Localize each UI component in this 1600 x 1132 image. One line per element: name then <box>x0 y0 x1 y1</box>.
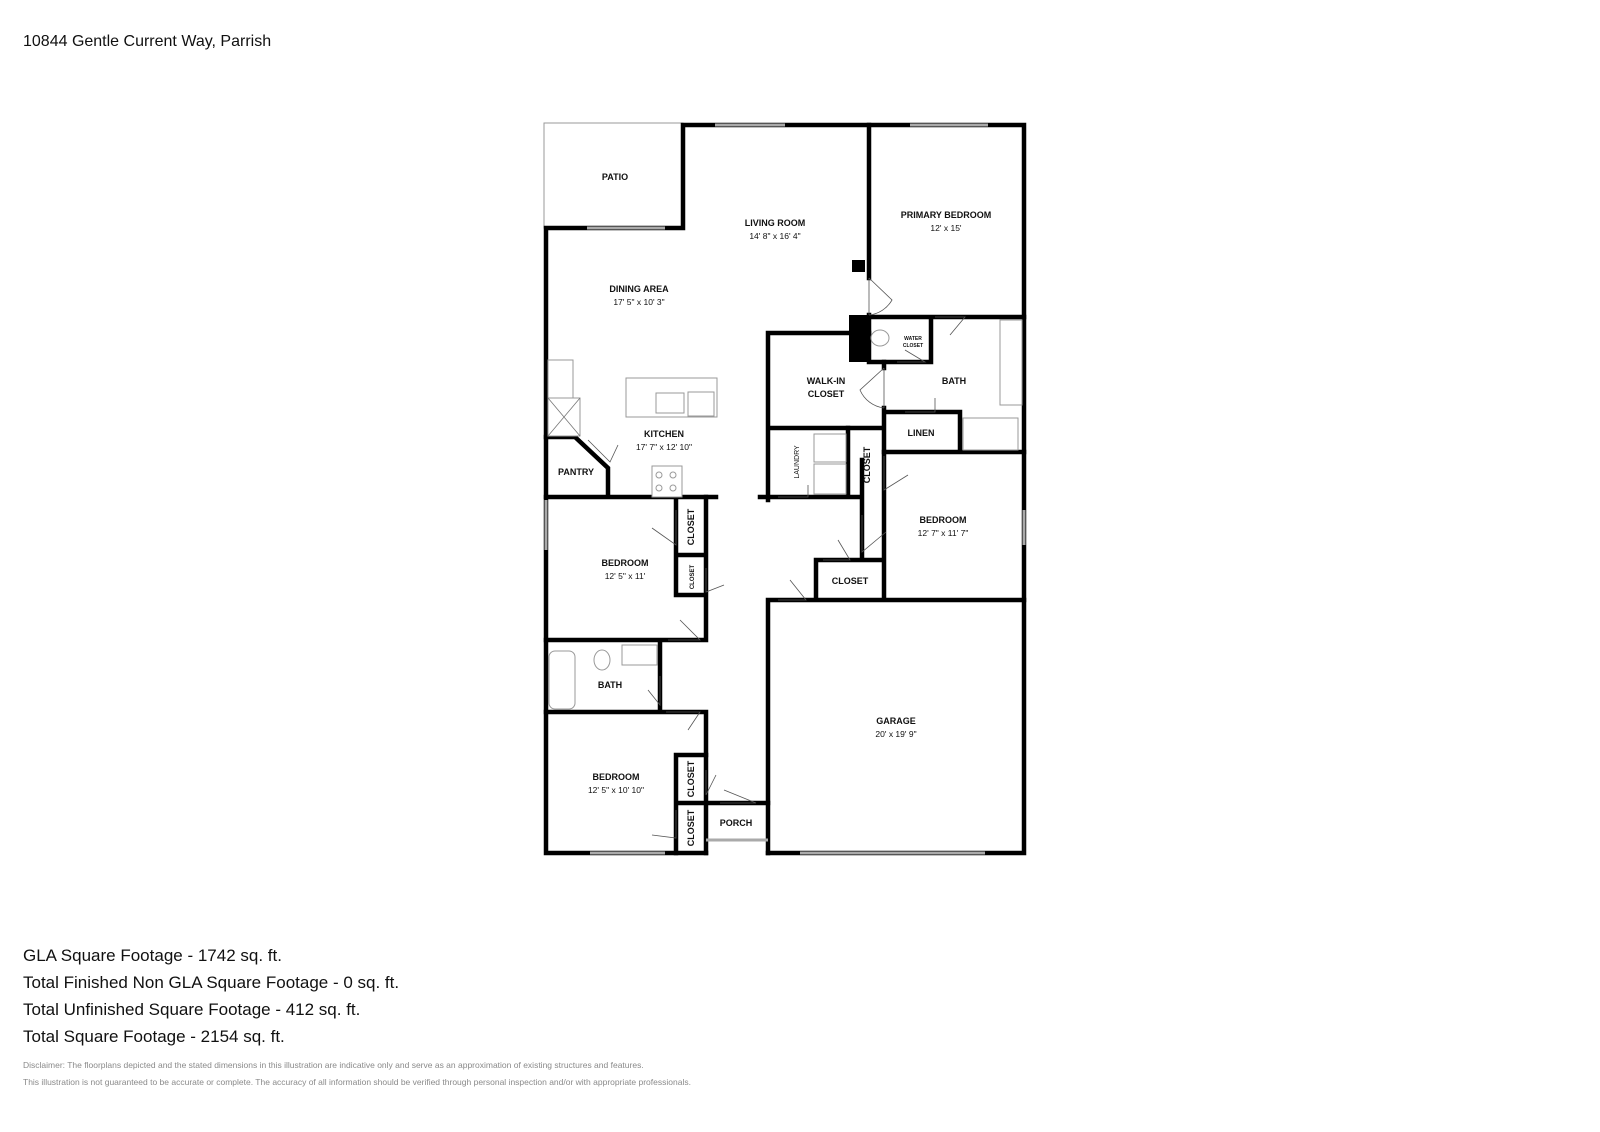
pantry-label: PANTRY <box>558 467 594 477</box>
doors <box>587 277 966 839</box>
bedroom-bottom-closet-1-label: CLOSET <box>686 760 696 797</box>
bedroom-bottom-closet-2-label: CLOSET <box>686 809 696 846</box>
room-labels: PATIO LIVING ROOM 14' 8" x 16' 4" PRIMAR… <box>558 172 991 846</box>
kitchen-dim: 17' 7" x 12' 10" <box>636 442 692 452</box>
bedroom-left-closet-1-label: CLOSET <box>686 508 696 545</box>
bedroom-right-dim: 12' 7" x 11' 7" <box>918 528 969 538</box>
disclaimer-line-1: Disclaimer: The floorplans depicted and … <box>23 1060 644 1070</box>
dining-dim: 17' 5" x 10' 3" <box>613 297 664 307</box>
porch-label: PORCH <box>720 818 753 828</box>
bedroom-right-label: BEDROOM <box>920 515 967 525</box>
hall-bath-label: BATH <box>598 680 622 690</box>
finished-non-gla-footage: Total Finished Non GLA Square Footage - … <box>23 973 400 992</box>
kitchen-label: KITCHEN <box>644 429 684 439</box>
bedroom-bottom-label: BEDROOM <box>593 772 640 782</box>
windows <box>544 123 1026 855</box>
laundry-label: LAUNDRY <box>794 445 801 479</box>
square-footage-summary: GLA Square Footage - 1742 sq. ft. Total … <box>23 942 399 1050</box>
primary-bath-label: BATH <box>942 376 966 386</box>
garage-label: GARAGE <box>876 716 916 726</box>
total-footage: Total Square Footage - 2154 sq. ft. <box>23 1027 285 1046</box>
patio-label: PATIO <box>602 172 628 182</box>
bedroom-left-label: BEDROOM <box>602 558 649 568</box>
walls <box>543 122 1027 856</box>
walkin-closet-label-2: CLOSET <box>808 389 845 399</box>
water-closet-label-1: WATER <box>904 336 922 342</box>
primary-bedroom-label: PRIMARY BEDROOM <box>901 210 992 220</box>
disclaimer-line-2: This illustration is not guaranteed to b… <box>23 1077 691 1087</box>
laundry-closet-label: CLOSET <box>862 446 872 483</box>
garage-dim: 20' x 19' 9" <box>875 729 916 739</box>
property-address: 10844 Gentle Current Way, Parrish <box>23 33 272 50</box>
unfinished-footage: Total Unfinished Square Footage - 412 sq… <box>23 1000 361 1019</box>
bedroom-bottom-dim: 12' 5" x 10' 10" <box>588 785 644 795</box>
bedroom-right-closet-label: CLOSET <box>832 576 869 586</box>
bedroom-left-closet-2-label: CLOSET <box>690 565 696 590</box>
living-room-label: LIVING ROOM <box>745 218 806 228</box>
fixtures <box>547 319 1023 710</box>
linen-label: LINEN <box>908 428 935 438</box>
living-room-dim: 14' 8" x 16' 4" <box>749 231 800 241</box>
gla-footage: GLA Square Footage - 1742 sq. ft. <box>23 946 282 965</box>
primary-bedroom-dim: 12' x 15' <box>930 223 962 233</box>
walkin-closet-label-1: WALK-IN <box>807 376 846 386</box>
dining-label: DINING AREA <box>609 284 669 294</box>
water-closet-label-2: CLOSET <box>903 343 923 349</box>
bedroom-left-dim: 12' 5" x 11' <box>605 571 646 581</box>
